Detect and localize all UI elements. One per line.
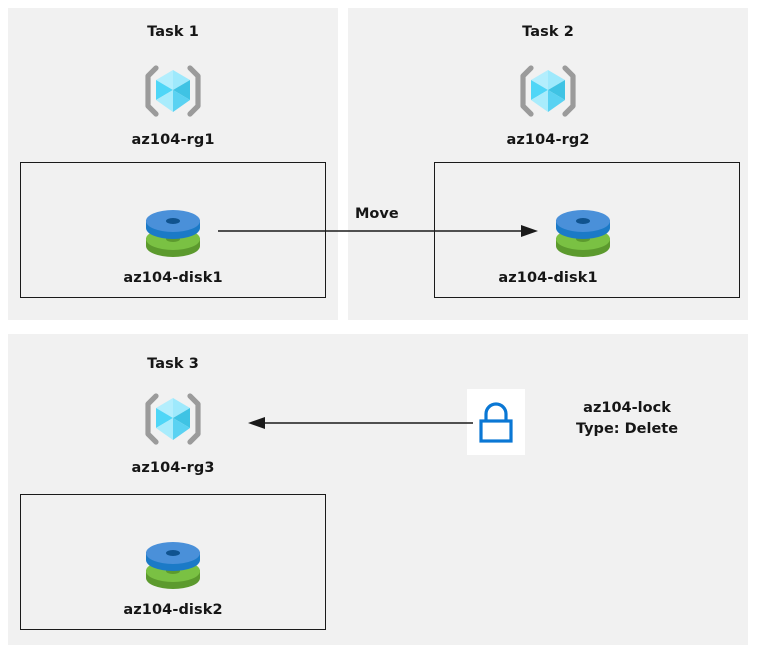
task-3-resource-label: az104-disk2 [123,602,223,618]
padlock-icon [473,399,519,445]
managed-disk-icon [552,204,614,262]
task-2-panel: Task 2 az104-rg2 [348,8,748,320]
task-2-title: Task 2 [522,24,574,40]
resource-group-cube-icon [142,388,204,450]
managed-disk-icon [142,536,204,594]
task-1-title: Task 1 [147,24,199,40]
task-3-title: Task 3 [147,356,199,372]
task-1-resource-label: az104-disk1 [123,270,223,286]
lock-apply-arrow [248,417,473,429]
task-2-resource-group-label: az104-rg2 [506,132,590,148]
lock-type-label: Type: Delete [575,421,679,437]
task-3-resource-box [20,494,326,630]
move-connector-label: Move [355,206,399,222]
task-2-resource-label: az104-disk1 [498,270,598,286]
task-1-resource-box [20,162,326,298]
task-1-panel: Task 1 az104-rg1 [8,8,338,320]
resource-group-cube-icon [517,60,579,122]
lock-tile [467,389,525,455]
lock-name-label: az104-lock [583,400,671,416]
task-2-resource-box [434,162,740,298]
task-3-panel: Task 3 az104-rg3 [8,334,748,645]
task-3-resource-group-label: az104-rg3 [131,460,215,476]
task-1-resource-group-label: az104-rg1 [131,132,215,148]
move-arrow [218,225,538,237]
resource-group-cube-icon [142,60,204,122]
managed-disk-icon [142,204,204,262]
